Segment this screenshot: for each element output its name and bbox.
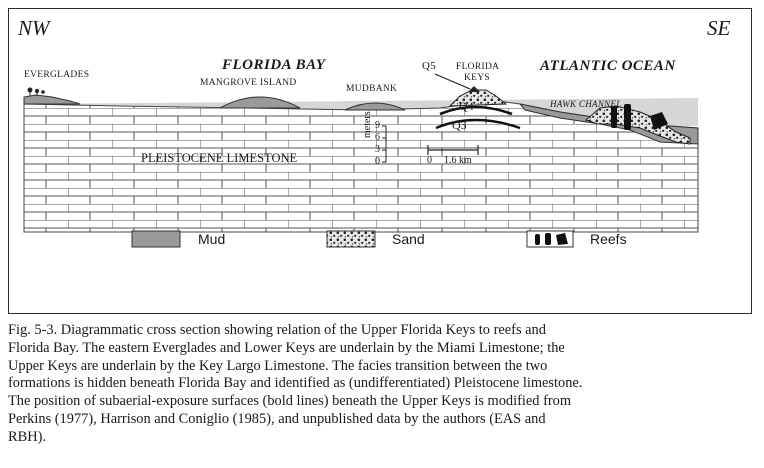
mangrove-island-mud bbox=[219, 96, 301, 109]
label-q5: Q5 bbox=[422, 60, 437, 72]
legend-mud-label: Mud bbox=[198, 231, 226, 247]
label-q4: Q4 bbox=[459, 99, 474, 113]
legend-reefs-swatch bbox=[526, 230, 574, 248]
label-everglades: EVERGLADES bbox=[24, 70, 90, 80]
label-q3: Q3 bbox=[452, 118, 467, 132]
caption-line: Florida Bay. The eastern Everglades and … bbox=[8, 339, 565, 356]
vertical-scale-bar bbox=[382, 125, 387, 163]
vertical-scale-tick-0: 0 bbox=[375, 156, 380, 167]
vertical-scale-tick-6: 6 bbox=[375, 132, 380, 143]
corner-label-se: SE bbox=[707, 16, 731, 40]
caption-line: RBH). bbox=[8, 428, 46, 445]
label-mudbank: MUDBANK bbox=[346, 84, 398, 94]
caption-line: Fig. 5-3. Diagrammatic cross section sho… bbox=[8, 322, 546, 338]
vertical-scale-tick-9: 9 bbox=[375, 120, 380, 131]
horizontal-scale-bar bbox=[427, 145, 479, 155]
caption-line: Perkins (1977), Harrison and Coniglio (1… bbox=[8, 410, 546, 427]
label-pleistocene-limestone: PLEISTOCENE LIMESTONE bbox=[141, 151, 298, 165]
label-florida-keys-line2: KEYS bbox=[464, 73, 491, 83]
figure-caption: Fig. 5-3. Diagrammatic cross section sho… bbox=[8, 322, 756, 447]
legend-sand-swatch bbox=[326, 230, 376, 248]
vertical-scale-unit: meters bbox=[362, 111, 373, 138]
figure-frame bbox=[8, 8, 752, 314]
everglades-tree-icon bbox=[27, 87, 45, 96]
reef-columns bbox=[611, 104, 668, 130]
legend-reefs-label: Reefs bbox=[590, 231, 627, 247]
region-label-atlantic-ocean: ATLANTIC OCEAN bbox=[540, 58, 676, 74]
legend-sand-label: Sand bbox=[392, 231, 425, 247]
caption-line: formations is hidden beneath Florida Bay… bbox=[8, 375, 583, 392]
exposure-surface-q3 bbox=[435, 118, 521, 130]
legend-mud-swatch bbox=[131, 230, 181, 248]
caption-line: Upper Keys are underlain by the Key Larg… bbox=[8, 357, 548, 374]
label-mangrove-island: MANGROVE ISLAND bbox=[200, 78, 297, 88]
mudbank-mud bbox=[344, 102, 406, 111]
corner-label-nw: NW bbox=[18, 16, 50, 40]
vertical-scale-tick-3: 3 bbox=[375, 144, 380, 155]
horizontal-scale-zero: 0 bbox=[427, 155, 432, 166]
horizontal-scale-distance: 1.6 km bbox=[444, 155, 472, 166]
q5-pointer bbox=[434, 73, 471, 90]
florida-keys-peak bbox=[468, 86, 480, 92]
label-hawk-channel: HAWK CHANNEL bbox=[550, 99, 622, 109]
label-florida-keys-line1: FLORIDA bbox=[456, 62, 500, 72]
everglades-land bbox=[23, 94, 81, 105]
florida-keys-island bbox=[448, 89, 508, 107]
exposure-surface-q4 bbox=[439, 105, 513, 116]
region-label-florida-bay: FLORIDA BAY bbox=[222, 57, 326, 73]
caption-line: The position of subaerial-exposure surfa… bbox=[8, 393, 572, 410]
